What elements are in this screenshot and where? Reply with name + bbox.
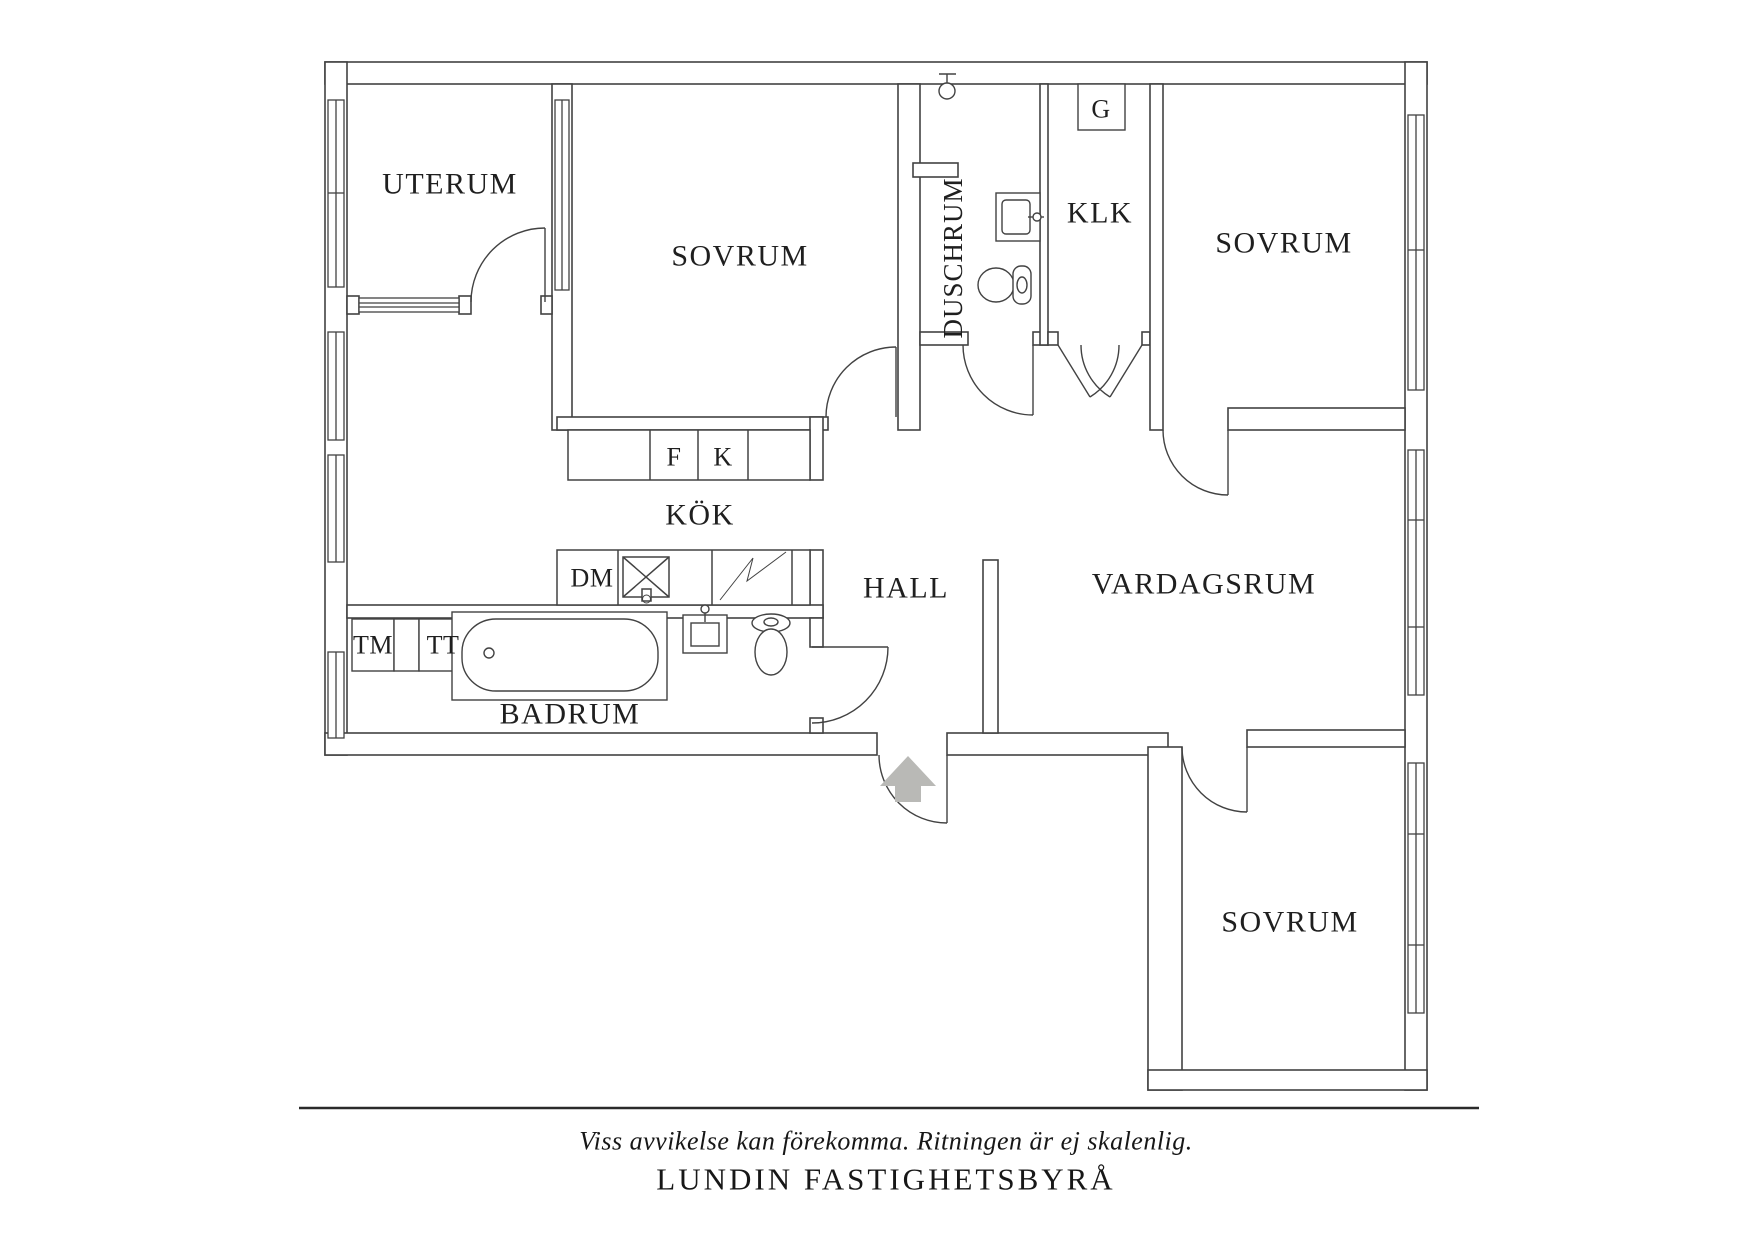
wall-badrum-right-a xyxy=(809,617,824,648)
footer-agency-name: LUNDIN FASTIGHETSBYRÅ xyxy=(656,1162,1115,1197)
fixture-labels: G F K DM TM TT xyxy=(353,95,1110,660)
window xyxy=(327,99,345,288)
room-label-kok: KÖK xyxy=(665,499,735,532)
room-label-vardagsrum: VARDAGSRUM xyxy=(1092,568,1317,601)
wall-klk-bottom-b xyxy=(1141,331,1151,346)
footer: Viss avvikelse kan förekomma. Ritningen … xyxy=(299,1106,1479,1197)
wall-bottom-right-segment xyxy=(946,732,1169,756)
label-freezer: K xyxy=(713,443,732,472)
kitchen-lower-counter xyxy=(556,549,811,606)
wall-top xyxy=(324,61,1428,85)
door-klk-double xyxy=(1057,344,1143,398)
wall-duschrum-klk xyxy=(1039,83,1049,346)
room-label-uterum: UTERUM xyxy=(382,168,518,201)
wall-klk-sovrum2 xyxy=(1149,83,1164,431)
door-sovrum-bottom-right xyxy=(1181,746,1248,813)
wall-sovrum1-duschrum xyxy=(897,83,921,431)
window xyxy=(1407,762,1425,1014)
door-uterum xyxy=(470,227,546,303)
entrance-arrow-icon xyxy=(880,756,936,802)
door-entrance xyxy=(878,754,948,824)
klk-fixtures xyxy=(1077,83,1126,131)
kitchen-sink-icon xyxy=(622,556,670,604)
label-wardrobe: G xyxy=(1091,95,1110,124)
shower-icon xyxy=(938,73,956,100)
label-washing-machine: TM xyxy=(353,631,393,660)
wall-sovrum1-bottom xyxy=(556,416,829,431)
window xyxy=(327,331,345,441)
wall-hall-vardagsrum xyxy=(982,559,999,734)
wall-wing-bottom xyxy=(1147,1069,1428,1091)
label-fridge: F xyxy=(667,443,682,472)
duschrum-fixtures xyxy=(938,73,1044,305)
wall-shower-stub xyxy=(912,162,959,178)
window xyxy=(358,297,460,313)
bathtub-icon xyxy=(451,611,668,701)
stove-icon xyxy=(719,551,787,601)
room-label-sovrum-top-right: SOVRUM xyxy=(1215,227,1352,260)
window xyxy=(327,454,345,563)
room-label-badrum: BADRUM xyxy=(500,698,641,731)
bathroom-toilet-icon xyxy=(751,613,791,676)
shower-sink-icon xyxy=(995,192,1044,242)
shower-toilet-icon xyxy=(977,265,1032,305)
room-label-hall: HALL xyxy=(863,572,949,605)
wall-wing-left xyxy=(1147,746,1183,1091)
badrum-fixtures xyxy=(351,604,791,701)
bathroom-sink-icon xyxy=(682,604,728,654)
wall-kok-hall-upper xyxy=(809,416,824,481)
window xyxy=(1407,114,1425,391)
door-duschrum xyxy=(962,344,1034,416)
laundry-gap-box xyxy=(393,618,420,672)
washing-machine-box xyxy=(351,618,395,672)
kitchen-upper-counter xyxy=(567,429,811,481)
room-label-sovrum-bottom-right: SOVRUM xyxy=(1221,906,1358,939)
door-sovrum-top-right xyxy=(1162,429,1229,496)
label-tumble-dryer: TT xyxy=(427,631,460,660)
room-labels: UTERUM SOVRUM DUSCHRUM KLK SOVRUM KÖK HA… xyxy=(382,168,1358,939)
wall-uterum-bottom-b xyxy=(458,295,472,315)
doors xyxy=(470,227,1248,824)
wall-klk-bottom-a xyxy=(1047,331,1059,346)
label-dishwasher: DM xyxy=(571,564,614,593)
window xyxy=(554,99,570,291)
wall-badrum-right-b xyxy=(809,717,824,734)
room-label-sovrum-top-left: SOVRUM xyxy=(671,240,808,273)
wall-uterum-bottom-a xyxy=(346,295,360,315)
wall-duschrum-bottom-a xyxy=(919,331,969,346)
window xyxy=(1407,449,1425,696)
room-label-klk: KLK xyxy=(1067,197,1133,230)
window xyxy=(327,651,345,739)
walls xyxy=(324,61,1428,1091)
wall-sovrum2-bottom xyxy=(1227,407,1406,431)
windows xyxy=(327,99,1425,1014)
door-sovrum-top-left xyxy=(825,346,897,418)
door-badrum xyxy=(811,646,889,724)
footer-disclaimer: Viss avvikelse kan förekomma. Ritningen … xyxy=(579,1127,1193,1156)
wall-uterum-bottom-c xyxy=(540,295,553,315)
wardrobe-box xyxy=(1077,83,1126,131)
wall-bottom-left-segment xyxy=(324,732,878,756)
room-label-duschrum: DUSCHRUM xyxy=(938,177,968,338)
kitchen-counters xyxy=(556,429,811,606)
wall-wing-top xyxy=(1246,729,1406,748)
